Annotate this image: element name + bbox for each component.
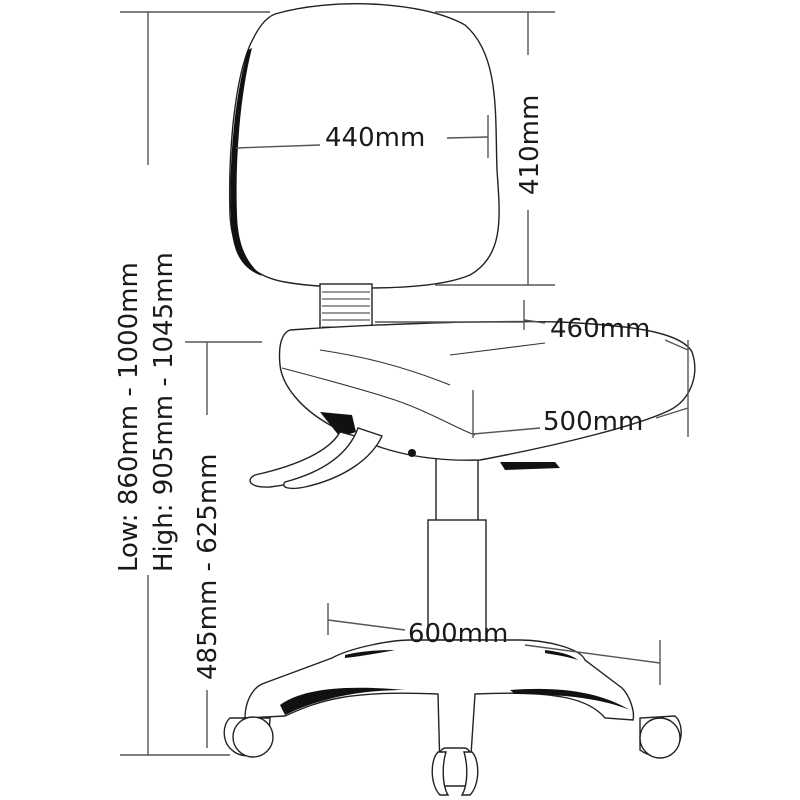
overall-height-low-label: Low: 860mm - 1000mm [114, 262, 144, 572]
overall-height-high-label: High: 905mm - 1045mm [149, 252, 179, 572]
seat-width-label: 500mm [543, 407, 643, 437]
caster-right [639, 715, 682, 759]
seat [249, 320, 696, 490]
overall-height-dimension [120, 11, 270, 756]
base [244, 639, 635, 771]
backrest-height-label: 410mm [515, 95, 545, 195]
backrest [228, 3, 500, 289]
casters [223, 715, 682, 796]
seat-height-label: 485mm - 625mm [193, 454, 223, 680]
backrest-height-dimension: 410mm [435, 11, 555, 286]
base-diameter-label: 600mm [408, 619, 508, 649]
caster-left [223, 716, 274, 758]
caster-front [431, 747, 479, 796]
backrest-width-dimension: 440mm [235, 115, 489, 158]
backrest-stem [319, 283, 373, 333]
seat-depth-dimension: 460mm [375, 300, 689, 437]
gas-lift [427, 449, 487, 641]
seat-width-dimension: 500mm [472, 390, 689, 438]
backrest-width-label: 440mm [325, 123, 425, 153]
seat-height-dimension [185, 341, 262, 748]
base-diameter-dimension: 600mm [327, 603, 661, 685]
seat-depth-label: 460mm [550, 314, 650, 344]
